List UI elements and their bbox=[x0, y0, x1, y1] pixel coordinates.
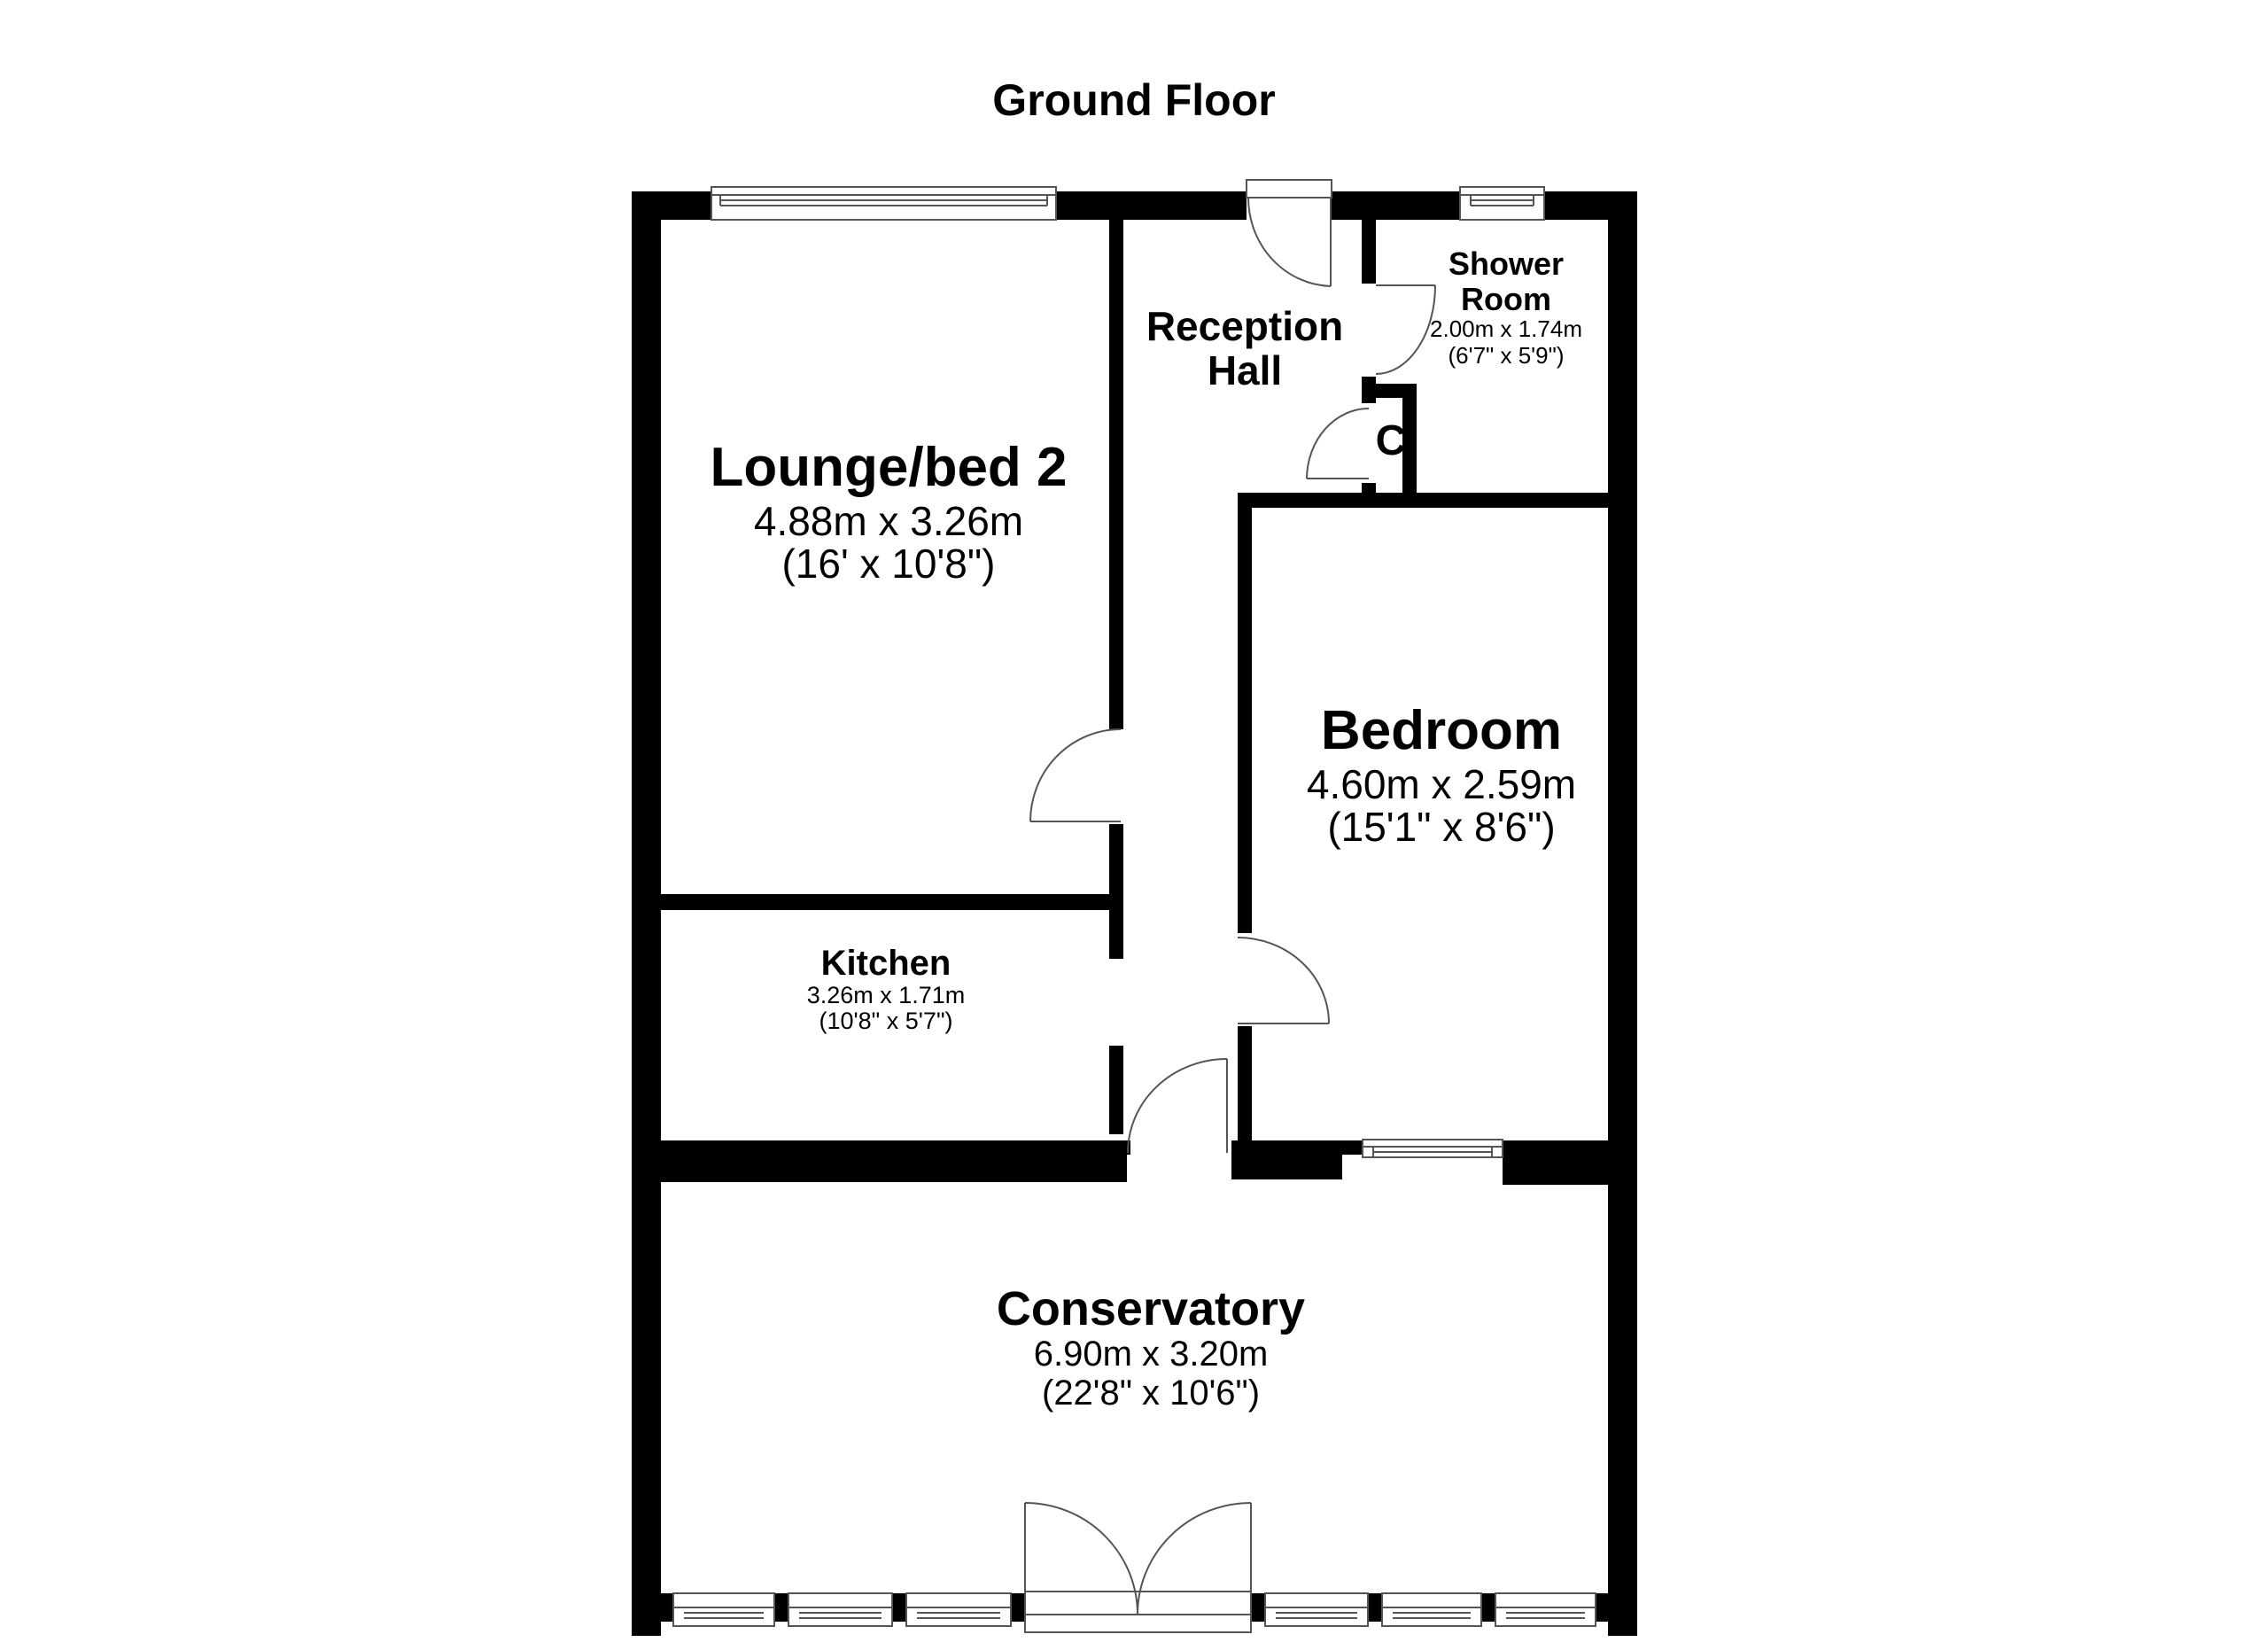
bedroom-bottom-wall-left-strip bbox=[1231, 1140, 1363, 1155]
bottom-wall-7 bbox=[1481, 1593, 1495, 1622]
doors bbox=[1024, 179, 1436, 1633]
room-bedroom: Bedroom 4.60m x 2.59m (15'1" x 8'6") bbox=[1306, 700, 1577, 850]
bottom-wall-2 bbox=[774, 1593, 788, 1622]
lounge-hall-wall-lower bbox=[1109, 824, 1123, 959]
room-name: Bedroom bbox=[1320, 700, 1563, 761]
window-conservatory-1 bbox=[672, 1592, 775, 1627]
room-dimensions-metric: 2.00m x 1.74m bbox=[1430, 315, 1582, 343]
top-wall-4 bbox=[1544, 191, 1637, 220]
room-dimensions-imperial: (16' x 10'8") bbox=[781, 541, 996, 587]
outer-wall-left bbox=[632, 191, 661, 1636]
top-wall-3 bbox=[1332, 191, 1460, 220]
room-name: Lounge/bed 2 bbox=[710, 437, 1068, 498]
room-dimensions-metric: 6.90m x 3.20m bbox=[1033, 1335, 1269, 1374]
room-dimensions-imperial: (15'1" x 8'6") bbox=[1327, 804, 1556, 850]
windows bbox=[672, 186, 1596, 1627]
room-dimensions-imperial: (6'7" x 5'9") bbox=[1448, 342, 1565, 370]
lounge-door bbox=[1029, 728, 1122, 822]
french-doors bbox=[1024, 1502, 1252, 1633]
window-shower bbox=[1459, 186, 1545, 221]
room-dimensions-imperial: (22'8" x 10'6") bbox=[1041, 1374, 1261, 1413]
window-conservatory-6 bbox=[1495, 1592, 1596, 1627]
window-conservatory-3 bbox=[905, 1592, 1012, 1627]
window-conservatory-2 bbox=[788, 1592, 893, 1627]
bottom-wall-8 bbox=[1596, 1593, 1637, 1622]
window-lounge bbox=[711, 186, 1057, 221]
kitchen-bottom-wall-lip bbox=[1109, 1140, 1130, 1155]
bedroom-bottom-wall-right-strip bbox=[1503, 1140, 1618, 1155]
room-dimensions-imperial: (10'8" x 5'7") bbox=[819, 1008, 953, 1034]
kitchen-hall-wall bbox=[1109, 1046, 1123, 1134]
bedroom-left-wall-lower bbox=[1238, 1026, 1252, 1141]
conservatory-inner-door bbox=[1127, 1058, 1228, 1154]
top-wall-1 bbox=[632, 191, 711, 220]
floor-title: Ground Floor bbox=[992, 75, 1276, 125]
room-reception-hall: Reception Hall bbox=[1146, 306, 1343, 391]
room-name-line1: Reception bbox=[1146, 303, 1344, 349]
room-name-line2: Hall bbox=[1207, 347, 1283, 393]
room-name-line2: Room bbox=[1460, 280, 1551, 317]
cupboard-door bbox=[1306, 408, 1370, 479]
front-door bbox=[1246, 179, 1332, 287]
room-name-line1: Shower bbox=[1448, 245, 1565, 282]
bedroom-top-wall bbox=[1238, 493, 1610, 508]
room-name: Conservatory bbox=[996, 1282, 1306, 1335]
room-dimensions-metric: 3.26m x 1.71m bbox=[806, 982, 966, 1008]
room-dimensions-metric: 4.60m x 2.59m bbox=[1306, 761, 1577, 807]
window-bedroom bbox=[1362, 1139, 1503, 1158]
room-shower: Shower Room 2.00m x 1.74m (6'7" x 5'9") bbox=[1430, 246, 1582, 370]
lounge-kitchen-wall bbox=[661, 894, 1113, 910]
bottom-wall-1 bbox=[632, 1593, 673, 1622]
bedroom-left-wall-upper bbox=[1238, 493, 1252, 933]
room-name: Kitchen bbox=[820, 944, 951, 983]
shower-left-wall bbox=[1362, 220, 1376, 284]
top-wall-2 bbox=[1056, 191, 1247, 220]
bedroom-door bbox=[1237, 937, 1330, 1024]
lounge-hall-wall-upper bbox=[1109, 220, 1123, 729]
room-lounge: Lounge/bed 2 4.88m x 3.26m (16' x 10'8") bbox=[710, 437, 1068, 587]
bottom-wall-5 bbox=[1251, 1593, 1265, 1622]
cupboard-wall-right bbox=[1402, 384, 1417, 494]
room-conservatory: Conservatory 6.90m x 3.20m (22'8" x 10'6… bbox=[997, 1285, 1305, 1411]
room-cupboard: C bbox=[1375, 417, 1407, 464]
bottom-wall-3 bbox=[892, 1593, 906, 1622]
bottom-wall-6 bbox=[1368, 1593, 1382, 1622]
bottom-wall-4 bbox=[1011, 1593, 1025, 1622]
outer-wall-right bbox=[1608, 191, 1637, 1636]
kitchen-bottom-wall bbox=[661, 1140, 1127, 1182]
walls bbox=[632, 191, 1637, 1636]
shower-door bbox=[1375, 284, 1436, 375]
window-conservatory-5 bbox=[1381, 1592, 1482, 1627]
room-kitchen: Kitchen 3.26m x 1.71m (10'8" x 5'7") bbox=[807, 945, 966, 1033]
window-conservatory-4 bbox=[1264, 1592, 1369, 1627]
room-dimensions-metric: 4.88m x 3.26m bbox=[753, 498, 1024, 544]
